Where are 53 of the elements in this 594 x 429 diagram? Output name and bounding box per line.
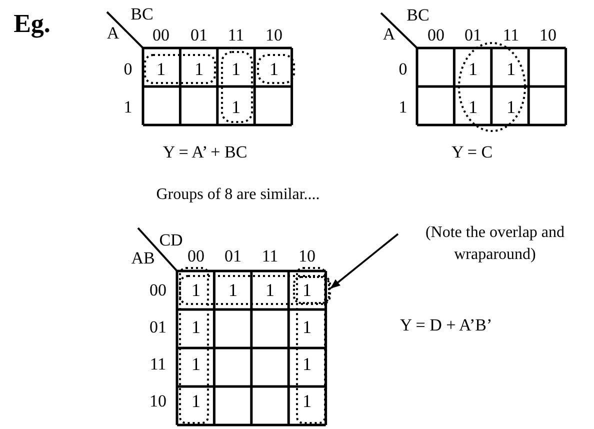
row-header: 00 bbox=[150, 282, 166, 298]
column-header: 00 bbox=[188, 248, 204, 264]
cell-value: 1 bbox=[506, 60, 516, 78]
row-header: 01 bbox=[150, 318, 166, 336]
equation: Y = A’ + BC bbox=[162, 144, 248, 160]
cell-value: 1 bbox=[302, 318, 312, 336]
cell-value: 1 bbox=[468, 60, 478, 78]
cell-value: 1 bbox=[270, 60, 278, 78]
note-text: Groups of 8 are similar.... bbox=[156, 187, 320, 203]
column-header: 10 bbox=[540, 26, 556, 44]
cell-value: 1 bbox=[266, 281, 274, 299]
row-header: 10 bbox=[150, 392, 166, 410]
cell-value: 1 bbox=[192, 392, 200, 410]
heading: Eg. bbox=[14, 11, 50, 37]
variable-label: BC bbox=[130, 6, 154, 22]
column-header: 11 bbox=[262, 248, 278, 264]
cell-value: 1 bbox=[192, 281, 200, 299]
cell-value: 1 bbox=[194, 60, 204, 78]
row-header: 1 bbox=[398, 98, 408, 116]
cell-value: 1 bbox=[302, 355, 312, 373]
row-header: 1 bbox=[124, 98, 132, 116]
row-header: 0 bbox=[124, 60, 132, 78]
arrow bbox=[330, 233, 399, 289]
column-header: 11 bbox=[228, 26, 244, 44]
cell-value: 1 bbox=[506, 98, 516, 116]
cell-value: 1 bbox=[192, 318, 200, 336]
cell-value: 1 bbox=[228, 281, 238, 299]
column-header: 01 bbox=[464, 26, 482, 44]
grouping-loop bbox=[293, 276, 330, 304]
equation: Y = C bbox=[451, 144, 493, 160]
cell-value: 1 bbox=[468, 98, 478, 116]
column-header: 00 bbox=[152, 26, 170, 44]
cell-value: 1 bbox=[302, 281, 312, 299]
column-header: 10 bbox=[266, 26, 282, 44]
variable-label: CD bbox=[159, 232, 183, 248]
variable-label: AB bbox=[131, 250, 155, 266]
column-header: 01 bbox=[190, 26, 208, 44]
column-header: 01 bbox=[224, 248, 242, 264]
variable-label: A bbox=[382, 26, 396, 42]
row-header: 11 bbox=[150, 356, 166, 372]
cell-value: 1 bbox=[232, 98, 240, 116]
cell-value: 1 bbox=[192, 355, 200, 373]
column-header: 11 bbox=[502, 26, 520, 44]
cell-value: 1 bbox=[156, 60, 166, 78]
column-header: 10 bbox=[298, 248, 316, 264]
variable-label: A bbox=[106, 24, 120, 42]
equation: Y = D + A’B’ bbox=[400, 316, 492, 334]
column-header: 00 bbox=[428, 26, 444, 44]
cell-value: 1 bbox=[232, 60, 240, 78]
variable-label: BC bbox=[406, 6, 430, 24]
row-header: 0 bbox=[398, 60, 408, 78]
note-text: (Note the overlap and wraparound) bbox=[424, 223, 566, 265]
cell-value: 1 bbox=[302, 392, 312, 410]
